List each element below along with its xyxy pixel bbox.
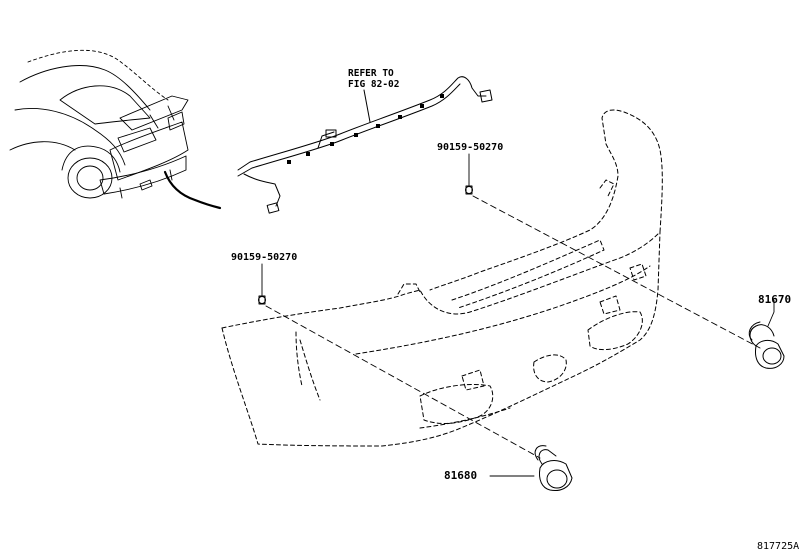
- car-taillight-right: [167, 111, 185, 131]
- car-roofline: [19, 65, 151, 111]
- car-rear-face: [109, 121, 189, 181]
- bumper-lower-edge: [221, 231, 661, 447]
- wire-harness: [237, 76, 493, 214]
- bumper-top-line: [355, 265, 651, 355]
- car-wheel-arch: [61, 145, 121, 173]
- assembly-line-lower: [265, 305, 541, 459]
- bumper-ledge: [451, 239, 605, 309]
- harness-branch-mid: [317, 131, 335, 149]
- harness-main-outline: [237, 83, 461, 177]
- part-label-screw-upper: 90159-50270: [437, 142, 504, 153]
- car-side-line: [9, 141, 76, 151]
- car-exhaust: [139, 179, 153, 191]
- bumper-vent-1: [461, 369, 485, 391]
- car-roof: [27, 49, 169, 101]
- bumper-recess-left: [419, 383, 494, 424]
- reference-leader: [363, 89, 371, 123]
- rear-bumper: [221, 109, 663, 447]
- bumper-vent-2: [599, 295, 621, 315]
- bumper-mid-line: [299, 339, 321, 401]
- car-spoiler-support: [149, 105, 175, 129]
- assembly-line-upper: [472, 195, 761, 349]
- leader-lines: [261, 153, 775, 477]
- car-rear-window: [59, 85, 151, 125]
- harness-connector-mid: [325, 129, 337, 138]
- car-spoiler: [119, 95, 189, 131]
- harness-connector-right: [479, 89, 493, 103]
- leader-81670: [767, 299, 775, 327]
- assembly-lines: [265, 195, 761, 459]
- car-quarter-panel: [14, 107, 126, 166]
- car-illustration: [9, 49, 222, 210]
- bumper-vent-3: [629, 263, 647, 281]
- car-wheel-inner: [76, 165, 104, 191]
- bumper-tab: [397, 283, 421, 295]
- car-bumper-lower: [119, 169, 173, 199]
- reflector-81670: [748, 321, 785, 369]
- bumper-bottom-detail: [419, 407, 511, 429]
- harness-branch-left: [243, 173, 281, 207]
- screw-upper: [465, 185, 473, 195]
- harness-clips: [287, 94, 444, 164]
- bumper-side-detail: [295, 331, 303, 387]
- reference-note-line1: REFER TO: [348, 68, 394, 79]
- car-taillight: [117, 127, 157, 153]
- bumper-outline: [221, 109, 663, 329]
- bumper-recess-mid: [533, 354, 567, 383]
- car-bumper: [99, 155, 187, 195]
- bumper-ledge-2: [599, 179, 615, 197]
- bumper-recess-right: [587, 311, 643, 351]
- car-harness-lead: [163, 170, 222, 210]
- diagram-code: 817725A: [757, 541, 800, 552]
- part-label-screw-lower: 90159-50270: [231, 252, 298, 263]
- car-wheel: [67, 157, 113, 199]
- harness-main: [237, 76, 487, 171]
- reference-note-line2: FIG 82-02: [348, 79, 400, 90]
- part-label-81680: 81680: [444, 469, 478, 482]
- reflector-81680: [534, 445, 573, 491]
- part-label-81670: 81670: [758, 293, 792, 306]
- harness-connector-left: [266, 202, 280, 214]
- screw-lower: [258, 295, 266, 305]
